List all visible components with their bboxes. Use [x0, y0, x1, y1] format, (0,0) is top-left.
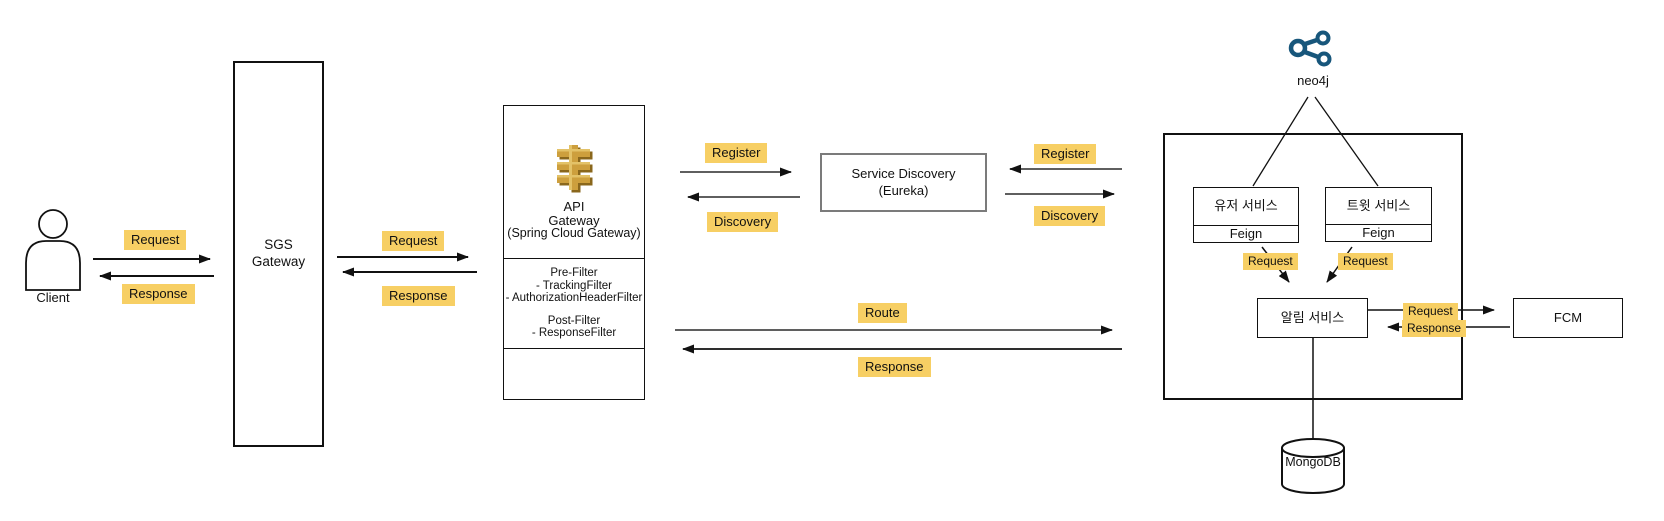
user-service-box: 유저 서비스 Feign — [1193, 187, 1299, 243]
fcm-response-tag: Response — [1402, 320, 1467, 337]
service-discovery-box: Service Discovery (Eureka) — [820, 153, 987, 212]
client-person-icon — [25, 209, 81, 291]
api-gateway-empty-section — [504, 349, 644, 399]
user-service-feign-label: Feign — [1194, 225, 1298, 242]
service-discovery-label-line2: (Eureka) — [878, 182, 929, 198]
mongodb-label: MongoDB — [1285, 455, 1341, 469]
api-gateway-title-line1: API — [563, 199, 585, 214]
route-tag: Route — [858, 303, 907, 323]
neo4j-tweet-line — [1314, 96, 1379, 187]
neo4j-user-line — [1252, 96, 1309, 187]
sgs-gateway-label-line2: Gateway — [251, 254, 306, 269]
sgs-response-tag: Response — [382, 286, 455, 306]
alarm-service-label: 알림 서비스 — [1280, 309, 1345, 325]
tweet-service-label: 트윗 서비스 — [1346, 197, 1411, 213]
api-gateway-box: API Gateway (Spring Cloud Gateway) Pre-F… — [503, 105, 645, 400]
api-gateway-title-line3: (Spring Cloud Gateway) — [507, 226, 641, 240]
tweet-request-tag: Request — [1338, 253, 1393, 270]
alarm-service-box: 알림 서비스 — [1257, 298, 1368, 338]
fcm-box: FCM — [1513, 298, 1623, 338]
service-discovery-label-line1: Service Discovery — [851, 166, 956, 182]
post-filter-title: Post-Filter — [547, 314, 601, 327]
route-response-tag: Response — [858, 357, 931, 377]
pre-filter-title: Pre-Filter — [550, 267, 598, 279]
pre-filter-item-authorization: - AuthorizationHeaderFilter — [505, 292, 643, 304]
api-gateway-filters-section: Pre-Filter - TrackingFilter - Authorizat… — [504, 258, 644, 349]
user-service-label: 유저 서비스 — [1214, 198, 1278, 214]
api-gateway-title-line2: Gateway — [548, 212, 600, 228]
user-request-tag: Request — [1243, 253, 1298, 270]
client-request-tag: Request — [124, 230, 187, 250]
sgs-request-tag: Request — [382, 231, 445, 251]
post-filter-item-response: - ResponseFilter — [531, 327, 617, 339]
tweet-service-feign-label: Feign — [1326, 224, 1431, 241]
register-left-tag: Register — [705, 143, 768, 163]
fcm-label: FCM — [1553, 309, 1583, 325]
neo4j-label: neo4j — [1297, 73, 1329, 88]
pre-filter-item-tracking: - TrackingFilter — [535, 279, 613, 292]
neo4j-icon — [1288, 30, 1332, 67]
sgs-gateway-box: SGS Gateway — [233, 61, 324, 447]
tweet-service-box: 트윗 서비스 Feign — [1325, 187, 1432, 242]
services-outer-box — [1163, 133, 1463, 400]
spring-cloud-gateway-icon — [557, 145, 593, 193]
client-response-tag: Response — [122, 284, 195, 304]
register-right-tag: Register — [1034, 144, 1097, 164]
discovery-right-tag: Discovery — [1034, 206, 1106, 226]
fcm-request-tag: Request — [1403, 303, 1458, 320]
mongodb-cylinder-icon — [1281, 438, 1345, 494]
client-label: Client — [36, 290, 70, 305]
api-gateway-header: API Gateway (Spring Cloud Gateway) — [504, 106, 644, 258]
sgs-gateway-label-line1: SGS — [264, 237, 293, 253]
discovery-left-tag: Discovery — [707, 212, 779, 232]
